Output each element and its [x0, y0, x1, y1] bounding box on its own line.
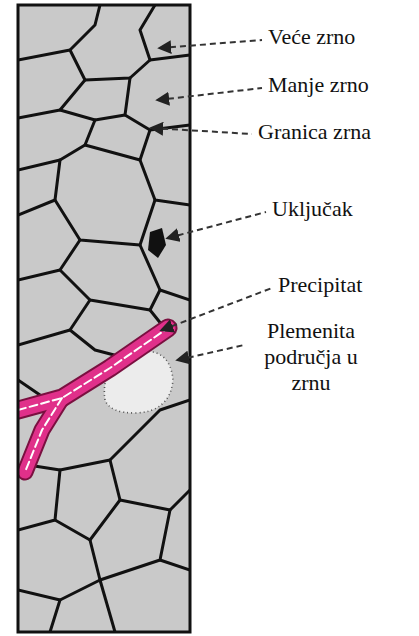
callout-label: Veće zrno: [268, 24, 355, 50]
specimen-strip: [18, 5, 190, 632]
precipitate: [18, 328, 168, 472]
callout-label: Granica zrna: [258, 119, 371, 145]
callout-label: Uključak: [272, 196, 353, 222]
grain-boundaries: [18, 5, 190, 632]
leader-lines: [152, 40, 272, 360]
callout-label: Plemenita područja u zrnu: [246, 318, 376, 396]
inclusion: [148, 228, 166, 258]
callout-label: Manje zrno: [268, 72, 369, 98]
callout-label: Precipitat: [278, 272, 362, 298]
strip-border: [18, 5, 190, 632]
